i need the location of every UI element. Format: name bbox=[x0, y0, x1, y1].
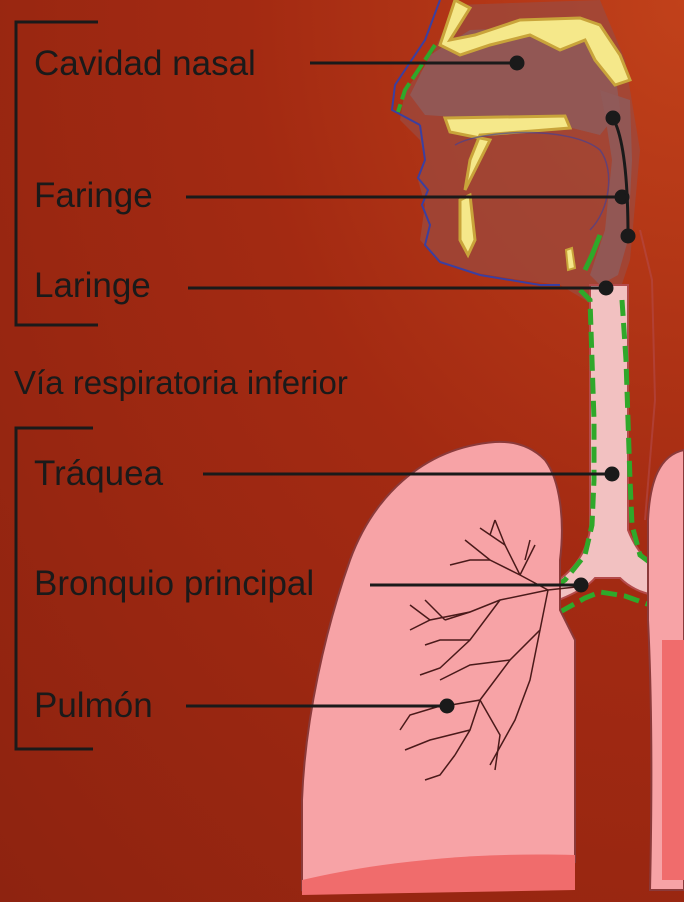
label-cavidad-nasal: Cavidad nasal bbox=[34, 46, 256, 81]
section-title-lower-airway: Vía respiratoria inferior bbox=[14, 366, 348, 399]
label-pulmon: Pulmón bbox=[34, 688, 153, 723]
esophagus bbox=[640, 230, 655, 520]
label-traquea: Tráquea bbox=[34, 456, 163, 491]
label-faringe: Faringe bbox=[34, 178, 153, 213]
right-lung-base bbox=[662, 640, 684, 880]
label-bronquio-principal: Bronquio principal bbox=[34, 566, 314, 601]
label-laringe: Laringe bbox=[34, 268, 151, 303]
left-lung bbox=[302, 442, 575, 890]
